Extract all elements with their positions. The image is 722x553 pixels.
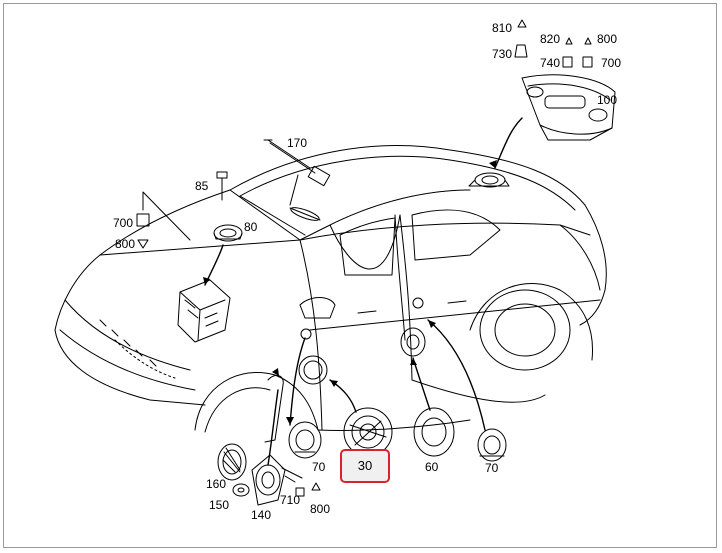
part-label-700-top[interactable]: 700 [601, 56, 622, 70]
part-label-800-top[interactable]: 800 [597, 32, 618, 46]
front-door-woofer-30 [343, 407, 393, 457]
part-label-800-left[interactable]: 800 [115, 237, 136, 251]
washer-150 [232, 483, 250, 497]
dash-speaker-80 [136, 171, 243, 249]
part-label-80[interactable]: 80 [244, 220, 258, 234]
bass-speaker-140 [251, 454, 321, 506]
arrow-heads [203, 160, 497, 425]
part-label-170[interactable]: 170 [287, 136, 308, 150]
part-label-700-left[interactable]: 700 [113, 216, 134, 230]
part-label-810[interactable]: 810 [492, 21, 513, 35]
pointer-lines [204, 117, 523, 466]
fender-trim [264, 374, 284, 443]
car-body-outline [54, 145, 607, 433]
front-door-tweeter-70 [288, 328, 328, 459]
part-label-730[interactable]: 730 [492, 47, 513, 61]
part-label-100[interactable]: 100 [597, 93, 618, 107]
highlight-box-part-30[interactable] [340, 449, 390, 483]
small-parts-top [514, 19, 593, 68]
part-label-60[interactable]: 60 [425, 460, 439, 474]
overhead-console-100 [521, 74, 616, 141]
part-label-160[interactable]: 160 [206, 477, 227, 491]
rear-roof-unit [468, 172, 510, 188]
roof-antenna-170 [263, 139, 331, 221]
front-speaker-160 [217, 443, 247, 481]
part-label-70-front[interactable]: 70 [312, 460, 326, 474]
part-label-710[interactable]: 710 [280, 493, 301, 507]
part-label-140[interactable]: 140 [251, 508, 272, 522]
part-label-70-rear[interactable]: 70 [485, 461, 499, 475]
part-label-150[interactable]: 150 [209, 498, 230, 512]
part-label-30-highlighted[interactable]: 30 [357, 458, 373, 473]
control-unit-box [177, 279, 231, 343]
part-label-820[interactable]: 820 [540, 32, 561, 46]
part-label-800-bottom[interactable]: 800 [310, 502, 331, 516]
part-label-740[interactable]: 740 [540, 56, 561, 70]
rear-door-tweeter-70 [477, 428, 507, 462]
part-label-85[interactable]: 85 [195, 179, 209, 193]
rear-door-midrange-60 [400, 297, 455, 457]
